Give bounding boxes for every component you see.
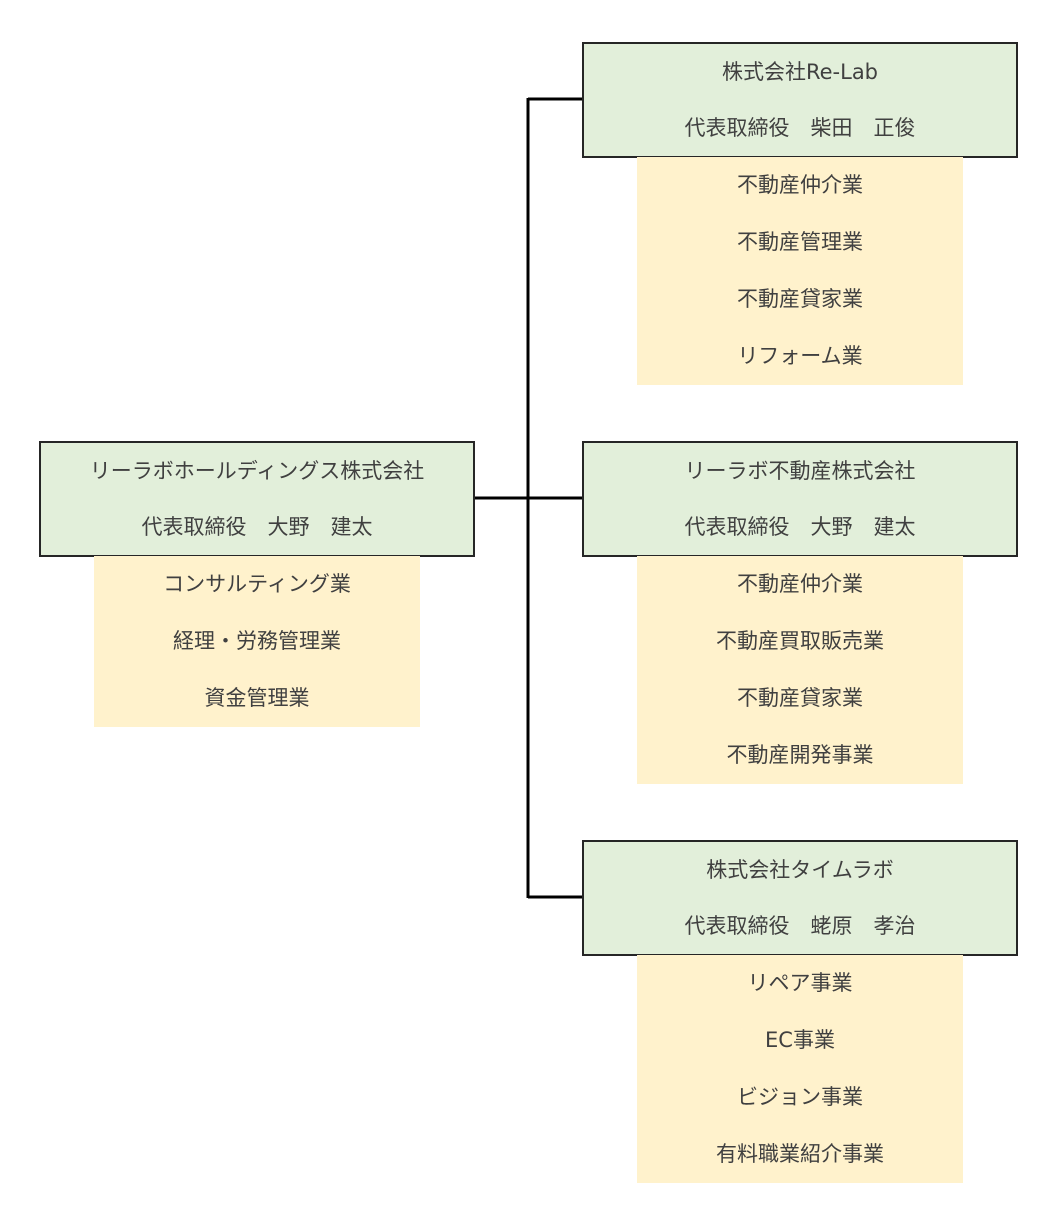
subsidiary-realestate-business-panel: 不動産仲介業 不動産買取販売業 不動産貸家業 不動産開発事業: [637, 556, 963, 784]
business-item: 資金管理業: [204, 686, 310, 710]
holding-business-panel: コンサルティング業 経理・労務管理業 資金管理業: [94, 556, 420, 727]
subsidiary-timelab-box: 株式会社タイムラボ 代表取締役 蛯原 孝治: [582, 840, 1018, 956]
holding-company-name: リーラボホールディングス株式会社: [89, 459, 425, 483]
subsidiary-company-name: 株式会社Re-Lab: [721, 60, 879, 84]
holding-representative: 代表取締役 大野 建太: [141, 515, 373, 539]
business-item: 不動産買取販売業: [716, 629, 884, 653]
business-item: 経理・労務管理業: [173, 629, 341, 653]
business-item: 不動産貸家業: [737, 287, 863, 311]
business-item: 不動産管理業: [737, 230, 863, 254]
subsidiary-company-name: 株式会社タイムラボ: [706, 858, 894, 882]
subsidiary-relab-business-panel: 不動産仲介業 不動産管理業 不動産貸家業 リフォーム業: [637, 157, 963, 385]
subsidiary-relab-box: 株式会社Re-Lab 代表取締役 柴田 正俊: [582, 42, 1018, 158]
subsidiary-timelab-business-panel: リペア事業 EC事業 ビジョン事業 有料職業紹介事業: [637, 955, 963, 1183]
business-item: コンサルティング業: [163, 572, 351, 596]
business-item: リフォーム業: [737, 344, 863, 368]
business-item: EC事業: [765, 1028, 835, 1052]
subsidiary-representative: 代表取締役 蛯原 孝治: [684, 914, 916, 938]
subsidiary-realestate-box: リーラボ不動産株式会社 代表取締役 大野 建太: [582, 441, 1018, 557]
business-item: 不動産貸家業: [737, 686, 863, 710]
business-item: 有料職業紹介事業: [716, 1142, 884, 1166]
business-item: 不動産開発事業: [726, 743, 874, 767]
subsidiary-representative: 代表取締役 柴田 正俊: [684, 116, 916, 140]
business-item: リペア事業: [747, 971, 853, 995]
holding-company-box: リーラボホールディングス株式会社 代表取締役 大野 建太: [39, 441, 475, 557]
business-item: ビジョン事業: [737, 1085, 863, 1109]
business-item: 不動産仲介業: [737, 572, 863, 596]
subsidiary-company-name: リーラボ不動産株式会社: [684, 459, 916, 483]
subsidiary-representative: 代表取締役 大野 建太: [684, 515, 916, 539]
business-item: 不動産仲介業: [737, 173, 863, 197]
